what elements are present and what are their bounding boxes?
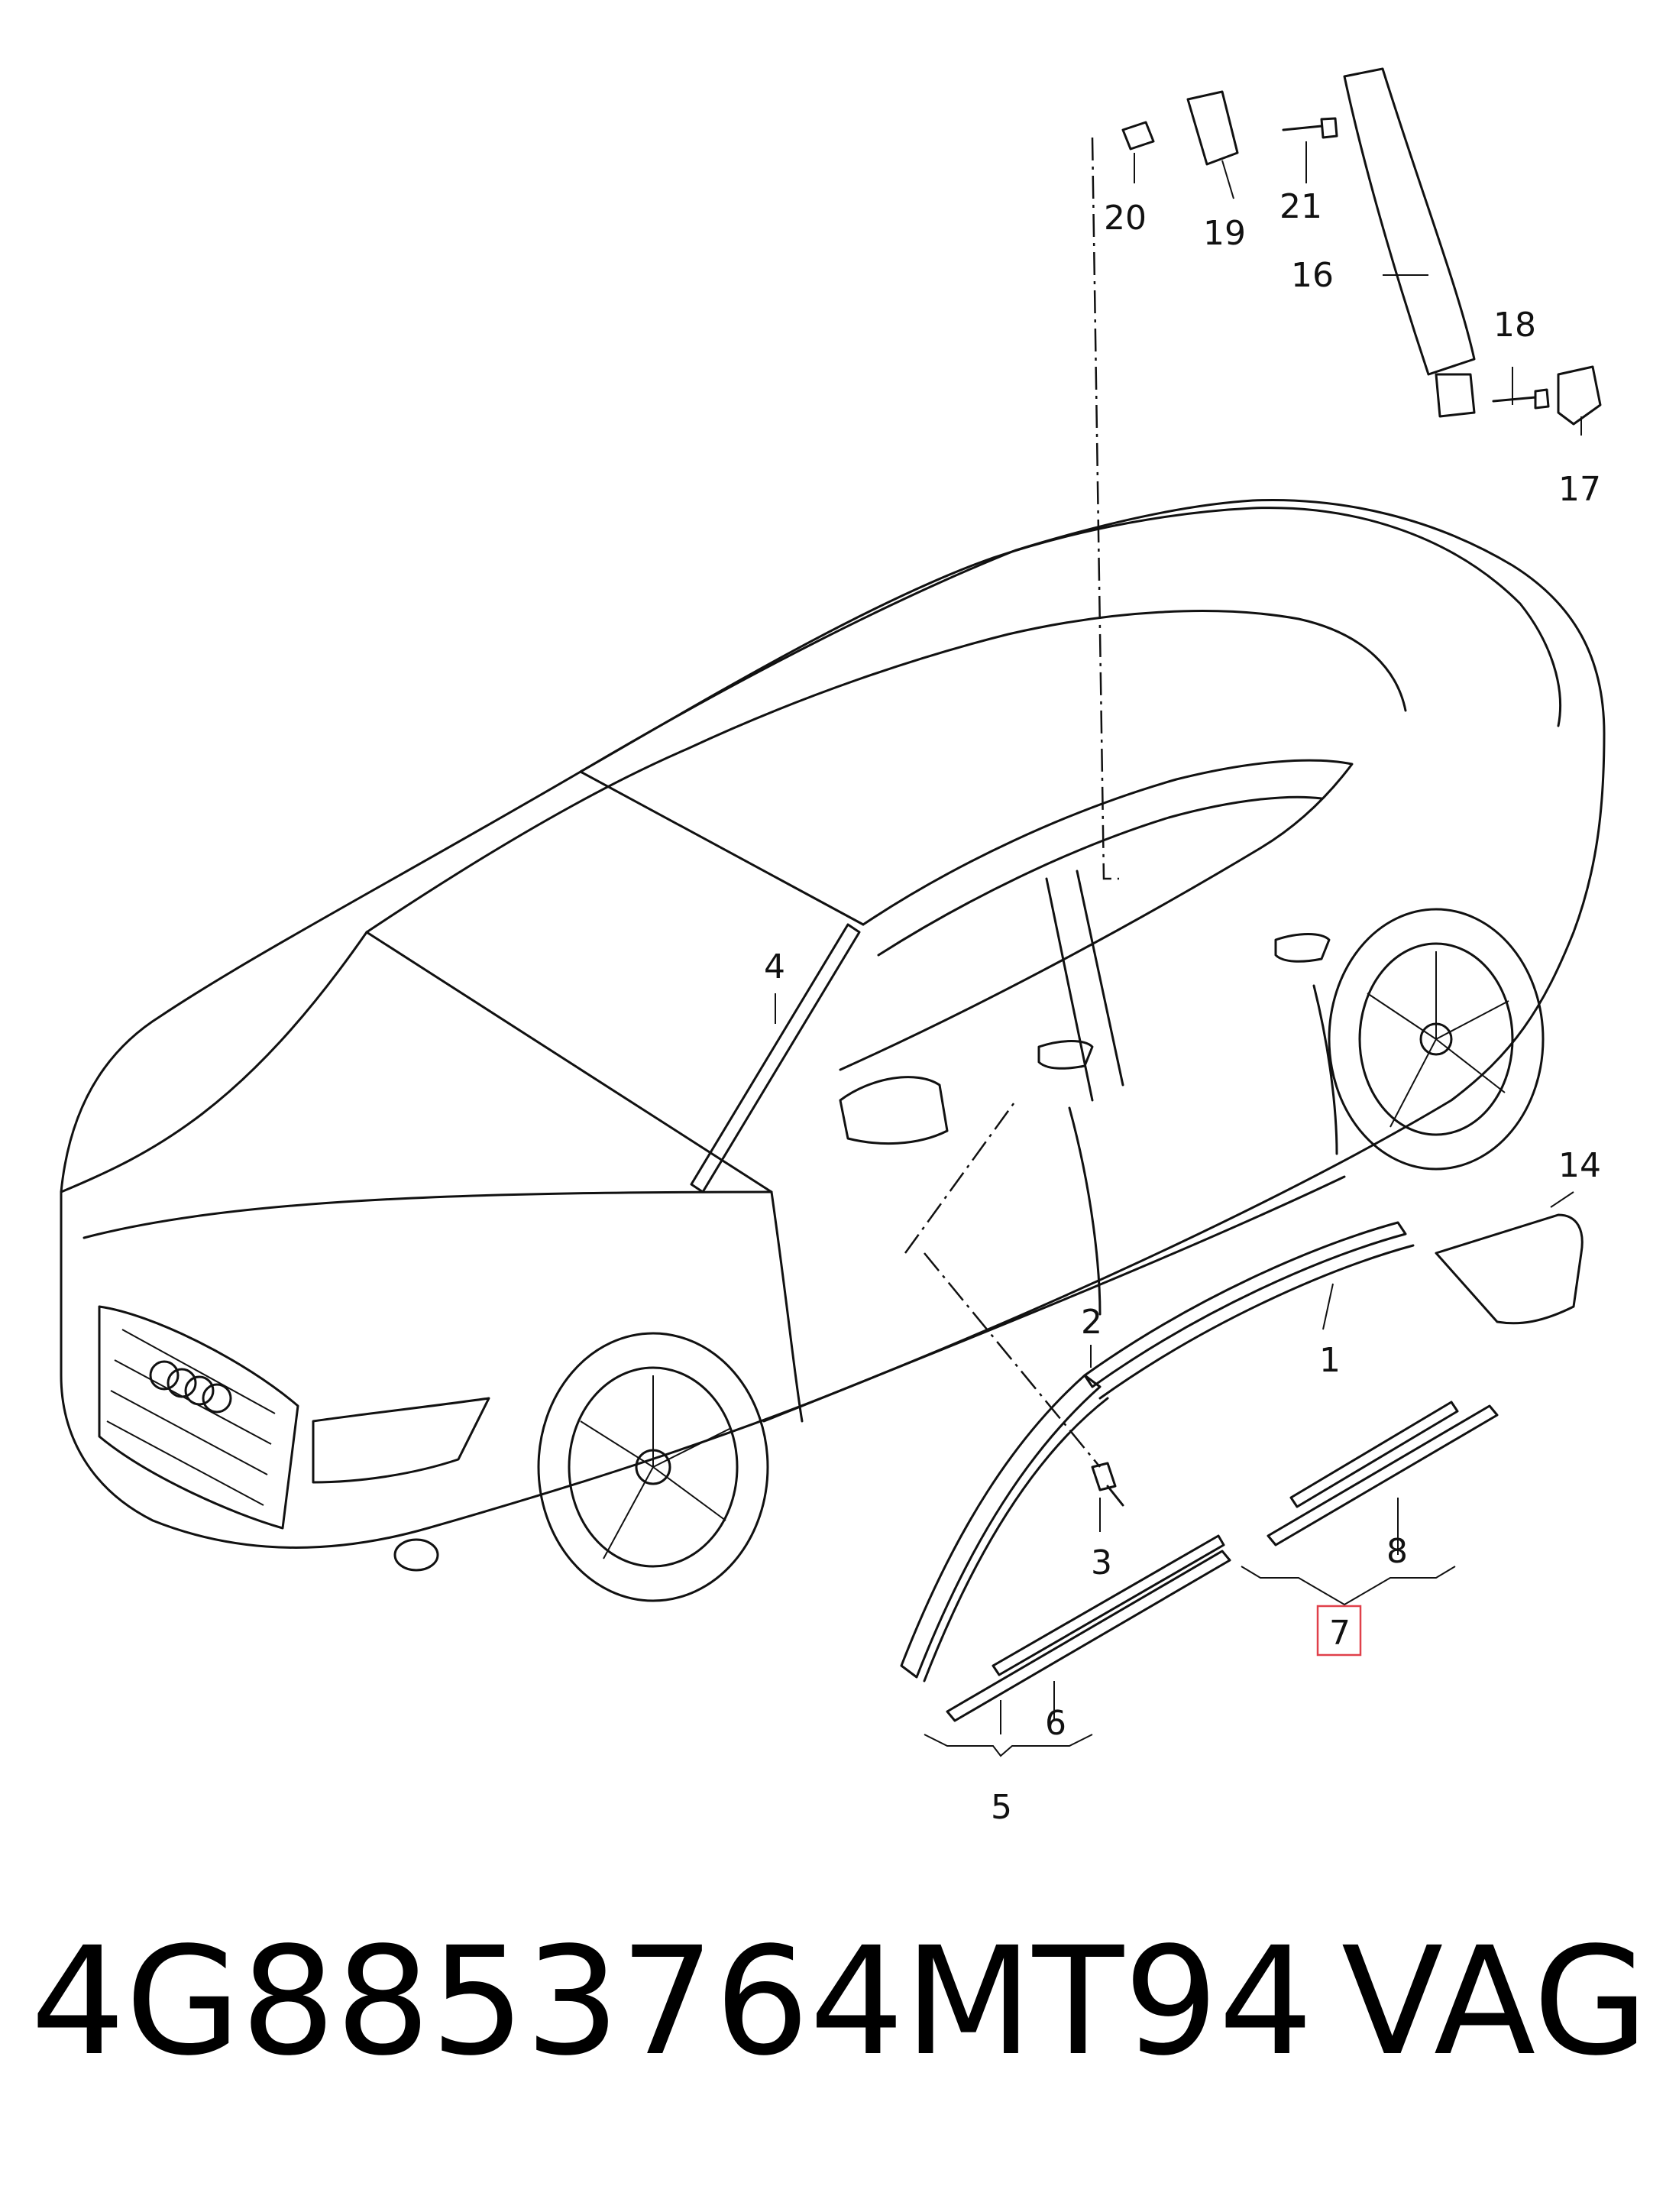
brand-name: VAG xyxy=(1341,1915,1648,2088)
callout-3: 3 xyxy=(1091,1543,1112,1582)
part-14-shape xyxy=(1435,1213,1584,1325)
callout-17: 17 xyxy=(1558,470,1601,509)
part-19-shape xyxy=(1186,90,1239,166)
callout-7-highlight-box xyxy=(1316,1605,1362,1657)
car-illustration xyxy=(60,499,1606,1602)
part-1-shape xyxy=(1083,1221,1407,1388)
callout-19: 19 xyxy=(1203,214,1246,253)
rear-wheel-icon xyxy=(1328,908,1545,1171)
front-wheel-icon xyxy=(537,1332,769,1602)
callout-5: 5 xyxy=(991,1788,1012,1827)
callout-7: 7 xyxy=(1329,1614,1351,1653)
callout-20: 20 xyxy=(1104,199,1147,238)
footer: 4G8853764MT94 VAG xyxy=(31,1887,1648,2116)
leader-lines xyxy=(775,141,1582,1757)
part-8-shape xyxy=(1267,1404,1499,1546)
part-17-shape xyxy=(1557,365,1602,426)
callout-4: 4 xyxy=(764,947,785,986)
part-20-shape xyxy=(1121,121,1155,151)
part-2-shape xyxy=(900,1374,1102,1679)
part-number: 4G8853764MT94 xyxy=(31,1915,1314,2088)
part-6-shape xyxy=(946,1550,1231,1722)
part-4-shape xyxy=(690,923,861,1193)
part-16-shape xyxy=(1343,67,1476,376)
callout-14: 14 xyxy=(1558,1146,1601,1185)
callout-2: 2 xyxy=(1081,1303,1102,1342)
part-18-shape xyxy=(1492,388,1550,410)
parts-diagram: 1 2 3 4 5 6 7 8 14 16 17 18 19 20 21 xyxy=(60,67,1606,1827)
callout-21: 21 xyxy=(1279,187,1322,226)
part-21-shape xyxy=(1282,117,1338,139)
callout-labels: 1 2 3 4 5 6 7 8 14 16 17 18 19 20 21 xyxy=(764,187,1601,1827)
part-3-shape xyxy=(1091,1462,1124,1507)
callout-1: 1 xyxy=(1319,1341,1341,1380)
callout-6: 6 xyxy=(1045,1704,1066,1743)
callout-16: 16 xyxy=(1291,256,1334,295)
logo-rings-icon xyxy=(149,1360,232,1414)
callout-8: 8 xyxy=(1386,1532,1408,1571)
callout-18: 18 xyxy=(1493,306,1536,345)
